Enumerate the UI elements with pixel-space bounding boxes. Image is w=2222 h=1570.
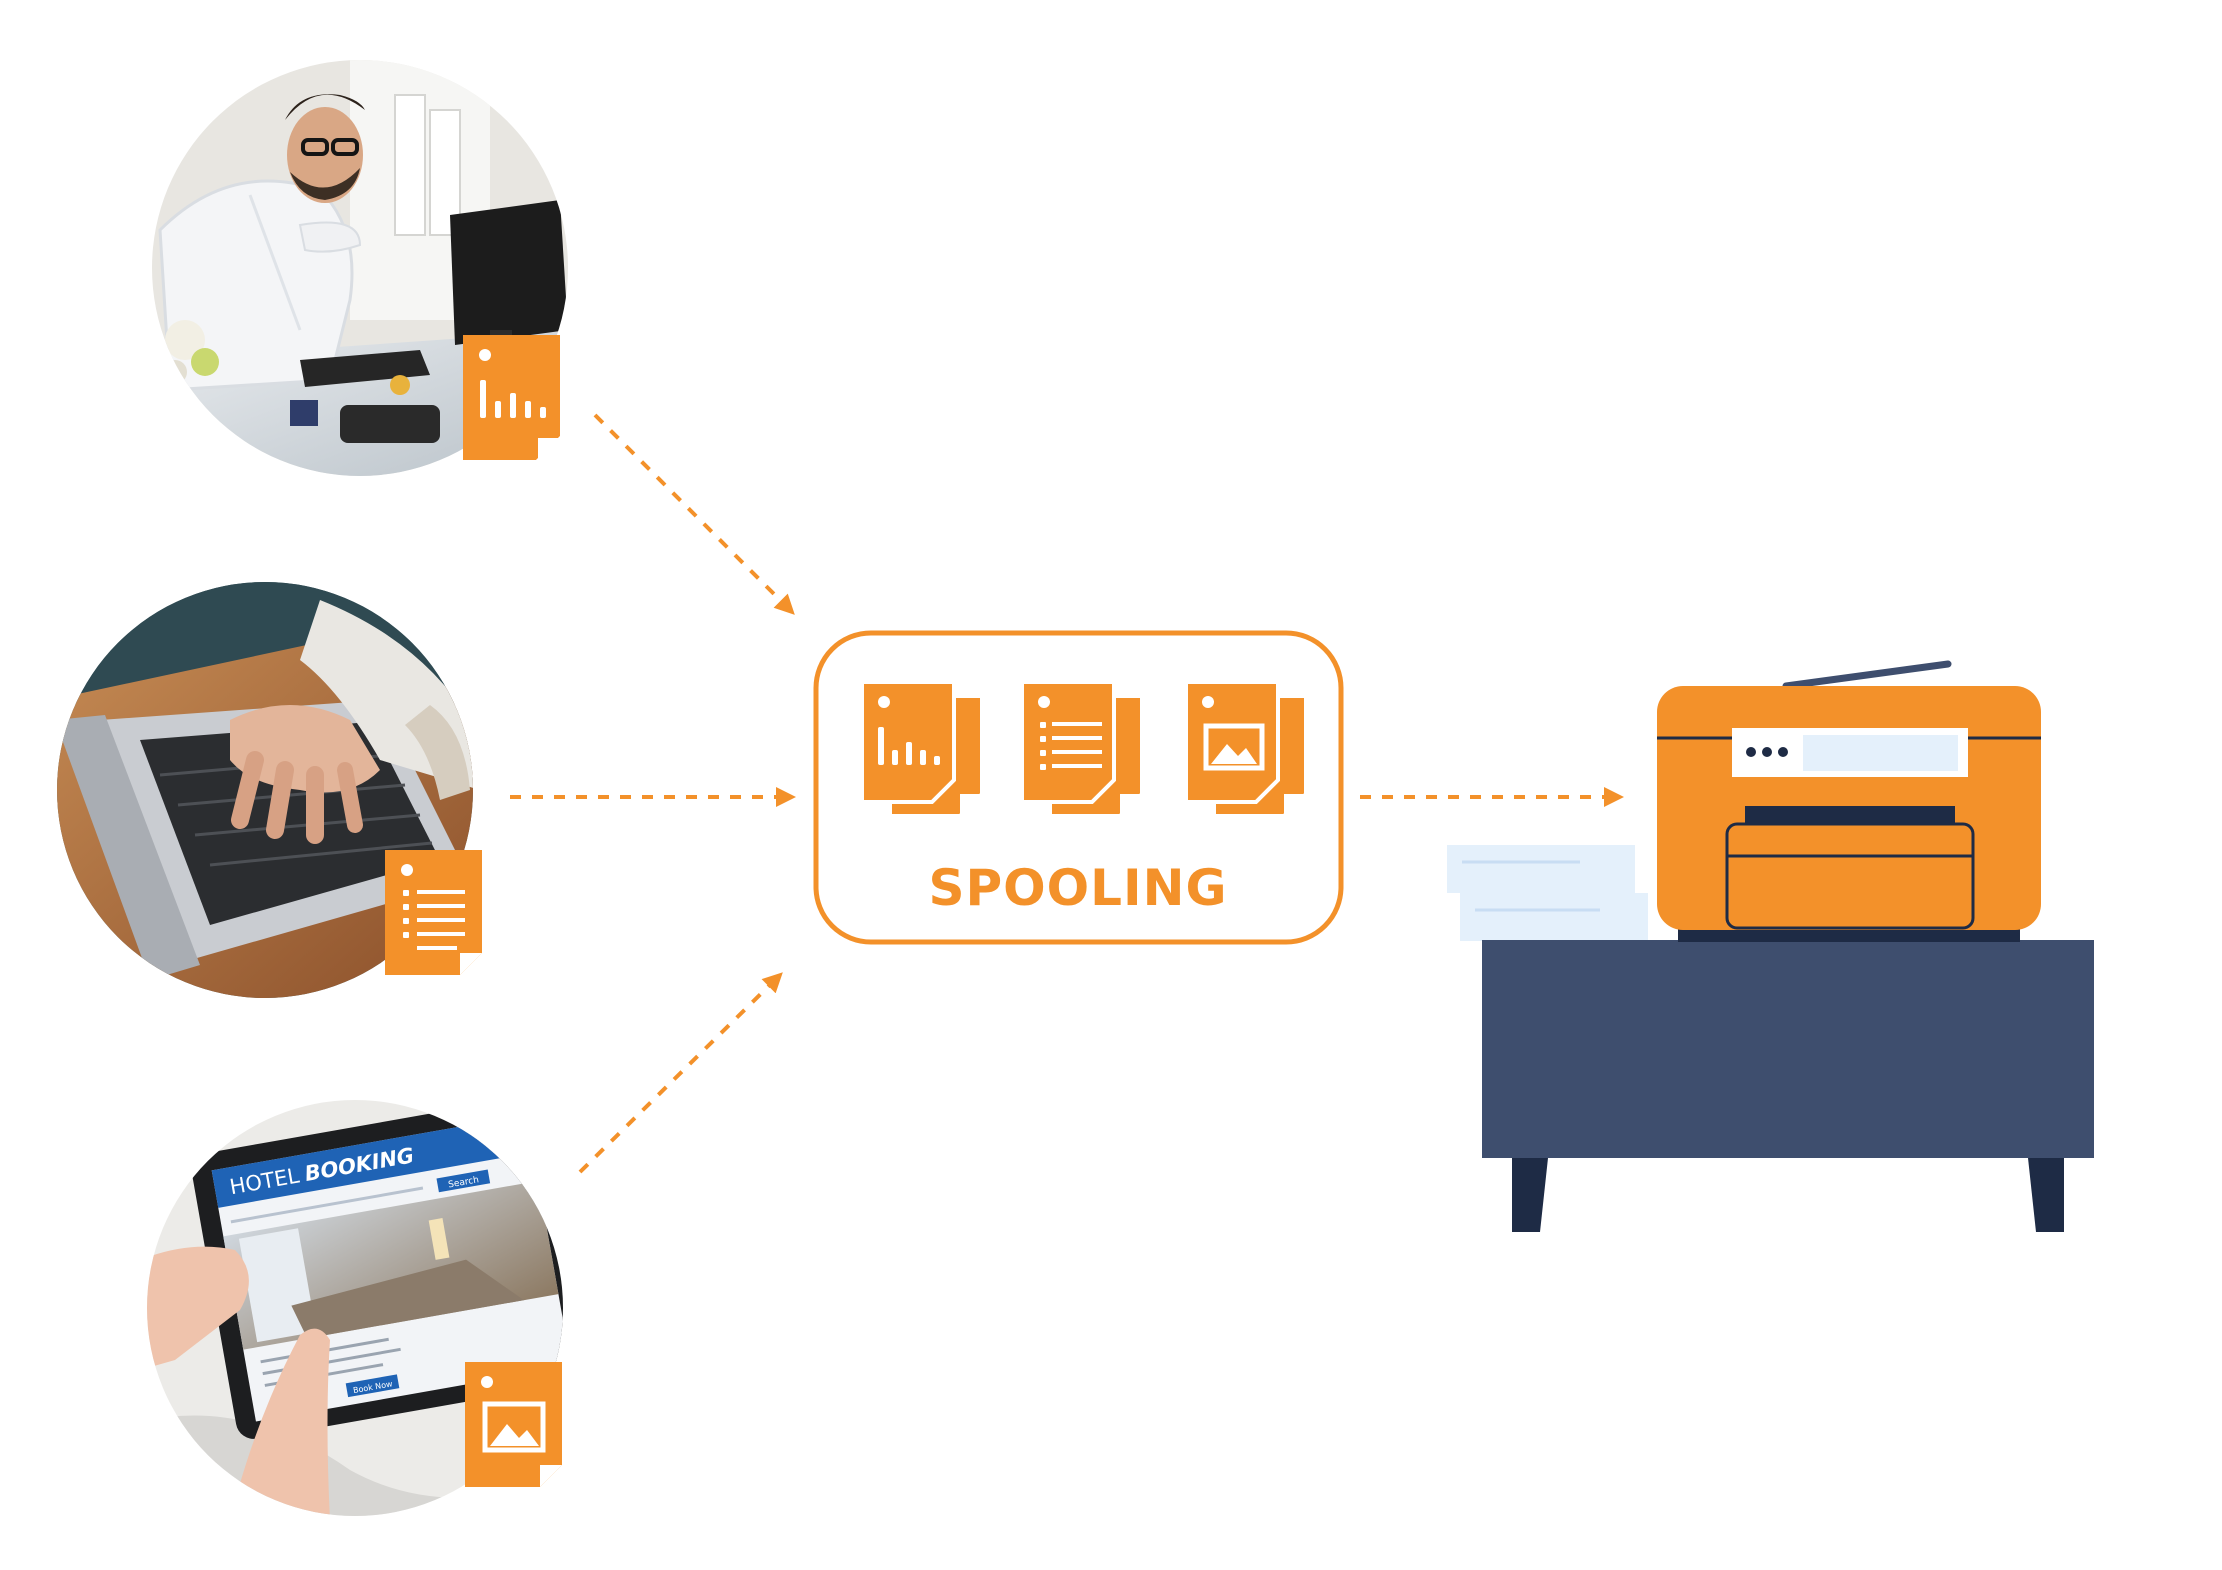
- photo-person-desktop: [152, 60, 568, 476]
- tablet-booking-header: [211, 1114, 534, 1208]
- text-document-icon: [385, 850, 482, 975]
- printer-station: [1447, 660, 2094, 1232]
- photo-laptop-typing: [57, 582, 473, 998]
- spool-image-document-icon: [1184, 680, 1308, 818]
- printer-icon: [1657, 660, 2041, 942]
- photo-tablet-booking: HOTELBOOKING Search Book Now: [147, 1100, 563, 1516]
- image-document-icon: [465, 1362, 562, 1487]
- arrow-tablet-to-spooling: [578, 972, 783, 1174]
- spool-text-document-icon: [1020, 680, 1144, 818]
- chart-document-icon: [463, 335, 565, 465]
- table-icon: [1482, 940, 2094, 1232]
- paper-stack-icon: [1447, 845, 1648, 941]
- flow-arrows: [510, 413, 1624, 1174]
- spool-chart-document-icon: [860, 680, 984, 818]
- spooling-label: SPOOLING: [928, 859, 1227, 917]
- arrow-desktop-to-spooling: [593, 413, 795, 615]
- spooling-box: SPOOLING: [813, 630, 1344, 945]
